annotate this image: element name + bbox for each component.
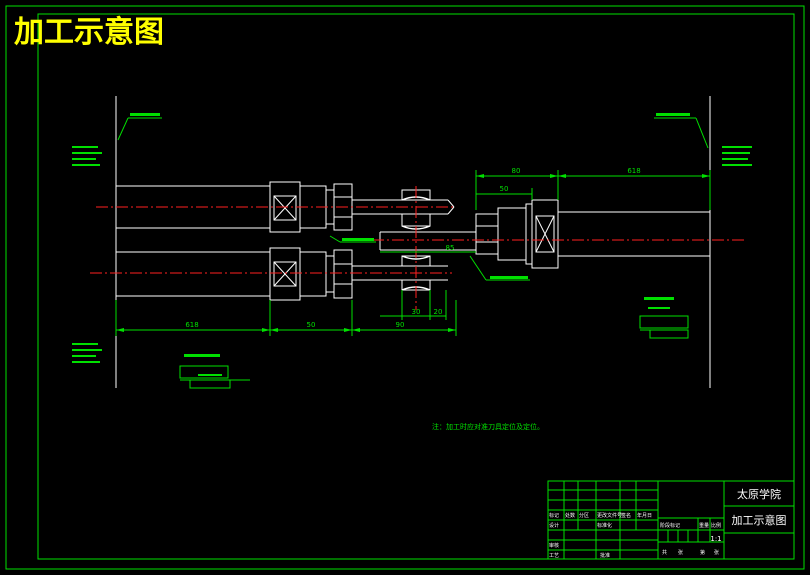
dim-gap-a: 30 <box>412 308 421 316</box>
inner-frame <box>37 13 795 560</box>
tb-row4-label-0: 工艺 <box>549 553 559 559</box>
tb-sheet-label-3: 张 <box>714 549 719 556</box>
left-motor-label <box>179 354 250 389</box>
dim-right-top: 80 <box>512 167 521 175</box>
tb-row4-label-1: 批准 <box>600 552 610 559</box>
tb-row2-label-0: 设计 <box>549 522 559 529</box>
tb-row-label-4: 签名 <box>621 512 631 519</box>
dim-left-length: 618 <box>185 321 198 329</box>
left-lower-spindle <box>116 247 448 301</box>
dim-left-inner: 90 <box>396 321 405 329</box>
dim-gap-b: 20 <box>434 308 443 316</box>
tb-row3-label-0: 审核 <box>549 542 559 549</box>
tb-stage-label-2: 比例 <box>711 522 721 529</box>
dim-right-lower-text: 85 <box>446 244 455 252</box>
right-dimension-chain <box>475 170 711 210</box>
tb-row-label-0: 标记 <box>549 512 559 519</box>
tb-row-label-5: 年月日 <box>637 512 652 519</box>
tool-leader-right <box>469 255 530 281</box>
tb-sheet-label-2: 第 <box>700 549 705 556</box>
tb-sheet-label-1: 张 <box>678 549 683 556</box>
dim-right-length: 618 <box>627 167 640 175</box>
tb-row-label-3: 更改文件号 <box>597 512 622 519</box>
tb-stage-label-0: 阶段标记 <box>660 522 680 529</box>
left-dimension-chain <box>115 300 457 336</box>
note-text: 注：加工时应对准刀具定位及定位。 <box>432 422 544 431</box>
tb-stage-label-1: 重量 <box>699 522 709 529</box>
right-motor-label <box>639 297 689 339</box>
tb-row2-label-1: 标准化 <box>597 522 612 529</box>
dim-right-mid: 50 <box>500 185 509 193</box>
right-upper-annotation <box>654 113 752 166</box>
left-lower-annotation <box>72 343 102 363</box>
title-block <box>547 480 795 560</box>
tb-row-label-1: 处数 <box>565 512 575 519</box>
outer-border <box>5 5 805 570</box>
dim-left-mid: 50 <box>307 321 316 329</box>
title-block-drawing-name: 加工示意图 <box>732 513 787 527</box>
right-spindle <box>475 199 710 269</box>
tb-row-label-2: 分区 <box>579 512 589 519</box>
gap-dimension <box>380 290 447 320</box>
title-block-scale: 1:1 <box>710 535 721 543</box>
tool-leader-left <box>329 235 376 243</box>
drawing-title: 加工示意图 <box>14 15 164 50</box>
tb-sheet-label-0: 共 <box>662 549 667 556</box>
left-upper-annotation <box>72 113 162 166</box>
title-block-school: 太原学院 <box>737 487 781 501</box>
